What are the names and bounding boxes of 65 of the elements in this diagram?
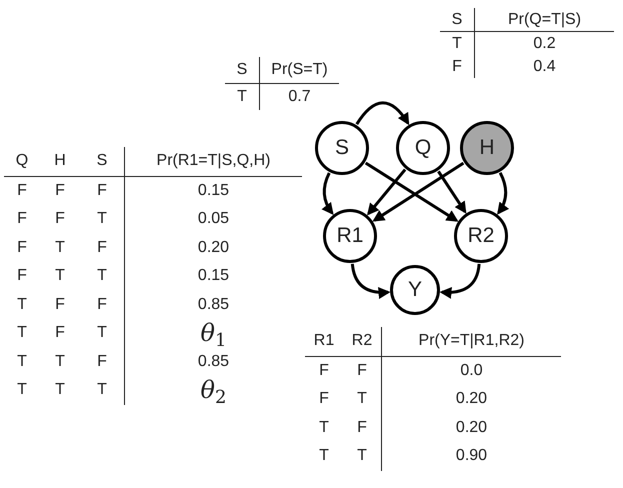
column-header: Pr(S=T) <box>271 60 328 80</box>
arrow <box>350 264 390 299</box>
table-value: 0.85 <box>198 352 230 372</box>
arrow <box>440 264 481 299</box>
table-value: T <box>319 446 329 466</box>
table-value: F <box>319 389 329 410</box>
table-value: T <box>55 380 65 400</box>
table-value: F <box>55 209 65 230</box>
table-value: T <box>55 266 65 286</box>
table-value: F <box>97 238 107 258</box>
table-value: T <box>17 323 27 344</box>
table-value: 0.0 <box>460 360 483 381</box>
table-value: T <box>17 380 27 400</box>
table-value: θ$_{1}$ <box>200 318 226 352</box>
table-value: T <box>55 238 65 258</box>
table-value: 0.7 <box>288 87 311 107</box>
table-value: F <box>17 238 27 258</box>
column-header: Pr(Y=T|R1,R2) <box>418 331 524 352</box>
table-value: F <box>17 266 27 286</box>
table-value: 0.20 <box>456 418 488 438</box>
table-value: T <box>97 209 107 230</box>
table-value: T <box>55 352 65 372</box>
column-header: R2 <box>352 331 372 352</box>
table-value: T <box>97 266 107 286</box>
table-value: T <box>237 87 247 107</box>
table-value: T <box>17 294 27 315</box>
table-value: 0.85 <box>198 294 230 315</box>
table-value: T <box>17 352 27 372</box>
table-value: F <box>17 209 27 230</box>
column-header: S <box>96 151 108 172</box>
table-value: T <box>357 446 367 466</box>
column-header: R1 <box>314 331 334 352</box>
table-value: 0.90 <box>456 446 488 466</box>
column-header: Q <box>16 151 28 172</box>
table-value: 0.2 <box>533 34 556 54</box>
column-header: S <box>452 10 462 30</box>
table-value: T <box>452 34 462 54</box>
column-header: Pr(R1=T|S,Q,H) <box>156 151 270 172</box>
column-header: H <box>54 151 66 172</box>
table-value: T <box>97 323 107 344</box>
table-value: 0.4 <box>533 56 556 76</box>
table-value: 0.05 <box>198 209 230 230</box>
table-value: T <box>97 380 107 400</box>
table-value: F <box>97 294 107 315</box>
table-value: F <box>17 180 27 201</box>
table-value: F <box>97 180 107 201</box>
table-value: 0.20 <box>198 238 230 258</box>
table-value: F <box>55 294 65 315</box>
table-value: T <box>357 389 367 410</box>
column-header: Pr(Q=T|S) <box>508 10 582 30</box>
table-value: θ$_{2}$ <box>200 375 226 408</box>
table-value: F <box>357 418 367 438</box>
table-value: F <box>55 323 65 344</box>
table-value: F <box>357 360 367 381</box>
table-value: T <box>319 418 329 438</box>
table-value: 0.15 <box>198 266 230 286</box>
table-value: 0.15 <box>198 180 230 201</box>
arrow <box>437 170 466 214</box>
column-header: S <box>236 60 248 80</box>
arrow <box>366 168 406 216</box>
table-value: F <box>319 360 329 381</box>
table-value: F <box>452 56 462 76</box>
table-value: F <box>97 352 107 372</box>
table-value: 0.20 <box>456 389 488 410</box>
table-value: F <box>55 180 65 201</box>
